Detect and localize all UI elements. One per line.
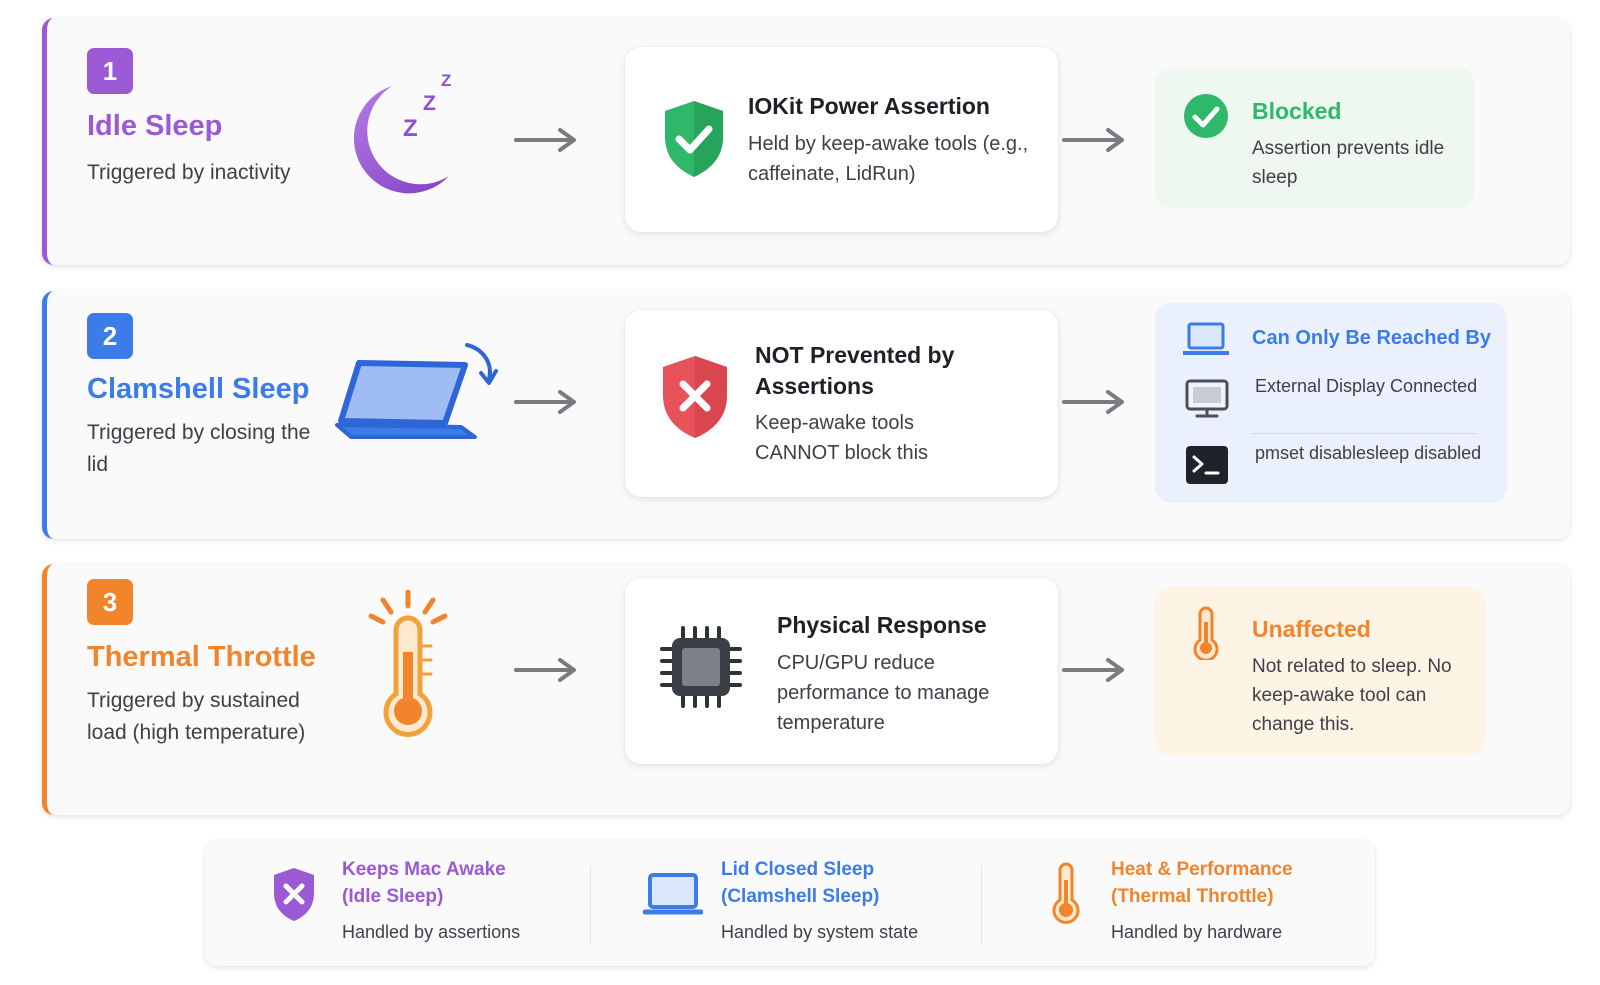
item-divider bbox=[1251, 433, 1477, 434]
legend-divider bbox=[590, 866, 591, 944]
result-card-reached-by: Can Only Be Reached By External Display … bbox=[1155, 303, 1507, 503]
mid-card-not-prevented: NOT Prevented by Assertions Keep-awake t… bbox=[625, 310, 1058, 497]
arrow-right-icon bbox=[1062, 390, 1124, 414]
svg-text:Z: Z bbox=[441, 71, 451, 90]
mid-title-iokit: IOKit Power Assertion bbox=[748, 93, 990, 119]
row-clamshell-sleep: 2 Clamshell Sleep Triggered by closing t… bbox=[42, 291, 1570, 539]
result-title-reached-by: Can Only Be Reached By bbox=[1252, 327, 1491, 349]
svg-text:Z: Z bbox=[423, 92, 436, 115]
shield-x-icon bbox=[663, 356, 727, 438]
mid-text-physical-response: CPU/GPU reduce performance to manage tem… bbox=[777, 652, 990, 734]
reach-item-external-display: External Display Connected bbox=[1255, 376, 1478, 396]
result-text-unaffected: Not related to sleep. No keep-awake tool… bbox=[1252, 656, 1452, 735]
reach-item-pmset: pmset disablesleep disabled bbox=[1255, 443, 1482, 463]
row-subtitle-idle-sleep: Triggered by inactivity bbox=[87, 161, 291, 184]
svg-text:Z: Z bbox=[403, 115, 418, 142]
thermometer-icon bbox=[1193, 606, 1219, 660]
legend-text-thermal: Handled by hardware bbox=[1111, 922, 1283, 942]
arrow-right-icon bbox=[1062, 658, 1124, 682]
legend-title-clamshell: Lid Closed Sleep (Clamshell Sleep) bbox=[721, 859, 880, 907]
row-subtitle-clamshell-sleep: Triggered by closing the lid bbox=[87, 421, 311, 476]
legend: Keeps Mac Awake (Idle Sleep) Handled by … bbox=[205, 840, 1375, 966]
laptop-closing-icon bbox=[335, 343, 498, 439]
step-badge-1: 1 bbox=[87, 48, 133, 94]
row-subtitle-thermal-throttle: Triggered by sustained load (high temper… bbox=[87, 689, 306, 744]
arrow-right-icon bbox=[514, 390, 576, 414]
arrow-right-icon bbox=[1062, 128, 1124, 152]
laptop-icon bbox=[643, 873, 703, 915]
legend-title-idle: Keeps Mac Awake (Idle Sleep) bbox=[342, 859, 506, 907]
shield-x-icon bbox=[274, 868, 314, 921]
laptop-icon bbox=[1183, 322, 1229, 355]
mid-title-not-prevented: NOT Prevented by Assertions bbox=[755, 342, 955, 399]
monitor-icon bbox=[1185, 379, 1229, 418]
arrow-right-icon bbox=[514, 128, 576, 152]
legend-divider bbox=[981, 866, 982, 944]
step-badge-3: 3 bbox=[87, 579, 133, 625]
row-title-thermal-throttle: Thermal Throttle bbox=[87, 641, 316, 673]
check-circle-icon bbox=[1184, 94, 1228, 138]
mid-text-not-prevented: Keep-awake tools CANNOT block this bbox=[755, 412, 929, 464]
result-title-unaffected: Unaffected bbox=[1252, 616, 1371, 642]
mid-card-physical-response: Physical Response CPU/GPU reduce perform… bbox=[625, 578, 1058, 764]
mid-text-iokit: Held by keep-awake tools (e.g., caffeina… bbox=[748, 133, 1029, 185]
chip-icon bbox=[660, 626, 742, 708]
legend-text-clamshell: Handled by system state bbox=[721, 922, 919, 942]
row-thermal-throttle: 3 Thermal Throttle Triggered by sustaine… bbox=[42, 564, 1570, 815]
mid-title-physical-response: Physical Response bbox=[777, 612, 987, 638]
result-card-unaffected: Unaffected Not related to sleep. No keep… bbox=[1155, 586, 1485, 756]
result-title-blocked: Blocked bbox=[1252, 98, 1342, 124]
moon-zzz-icon: Z Z Z bbox=[353, 71, 451, 194]
terminal-icon bbox=[1186, 446, 1228, 484]
mid-card-iokit: IOKit Power Assertion Held by keep-awake… bbox=[625, 47, 1058, 232]
thermometer-icon bbox=[368, 590, 448, 737]
row-title-idle-sleep: Idle Sleep bbox=[87, 110, 223, 142]
result-card-blocked: Blocked Assertion prevents idle sleep bbox=[1155, 68, 1475, 208]
row-title-clamshell-sleep: Clamshell Sleep bbox=[87, 373, 310, 405]
shield-check-icon bbox=[665, 101, 723, 177]
legend-title-thermal: Heat & Performance (Thermal Throttle) bbox=[1111, 859, 1293, 907]
result-text-blocked: Assertion prevents idle sleep bbox=[1252, 138, 1445, 188]
arrow-right-icon bbox=[514, 658, 576, 682]
thermometer-icon bbox=[1052, 862, 1080, 924]
legend-text-idle: Handled by assertions bbox=[342, 922, 521, 942]
step-badge-2: 2 bbox=[87, 313, 133, 359]
row-idle-sleep: 1 Idle Sleep Triggered by inactivity Z Z… bbox=[42, 18, 1570, 265]
